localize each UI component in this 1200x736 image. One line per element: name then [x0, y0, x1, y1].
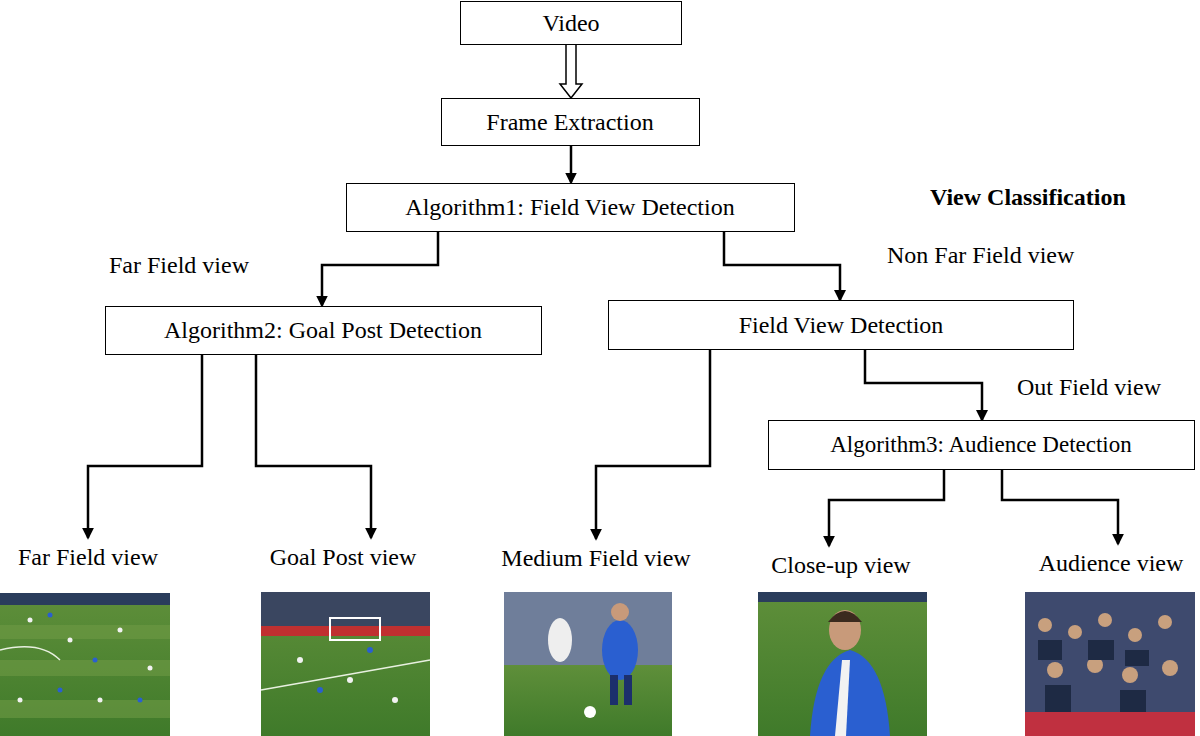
node-text: Close-up view [771, 552, 910, 578]
node-text: Goal Post view [270, 544, 417, 570]
flow-arrow [560, 45, 582, 98]
flow-arrow [829, 470, 944, 546]
medium-field-thumbnail [504, 592, 672, 736]
node-text: Algorithm3: Audience Detection [830, 432, 1131, 457]
flow-arrow [596, 350, 710, 539]
view-label: Close-up view [769, 551, 912, 579]
process-box: Frame Extraction [441, 98, 700, 146]
process-box: Field View Detection [608, 300, 1074, 350]
edge-label: Out Field view [1015, 374, 1163, 400]
node-text: Audience view [1039, 550, 1184, 576]
flow-arrow [88, 355, 202, 538]
view-label: Audience view [1037, 549, 1186, 577]
flow-arrow [865, 350, 982, 420]
node-text: Algorithm1: Field View Detection [405, 194, 734, 220]
flow-arrow [256, 355, 371, 538]
node-text: Frame Extraction [486, 109, 653, 135]
far-field-thumbnail [0, 593, 170, 736]
node-text: Medium Field view [501, 545, 690, 571]
node-text: Video [542, 10, 599, 36]
flow-arrow [570, 146, 573, 183]
diagram-title: View Classification [930, 184, 1126, 211]
edge-label: Far Field view [107, 252, 251, 278]
edge-label: Non Far Field view [885, 242, 1076, 268]
process-box: Video [460, 1, 682, 45]
view-label: Goal Post view [268, 543, 419, 571]
view-label: Far Field view [16, 543, 160, 571]
process-box: Algorithm3: Audience Detection [768, 420, 1195, 470]
goal-post-thumbnail [261, 592, 430, 736]
flow-arrow [724, 232, 840, 301]
flow-arrow [322, 232, 438, 306]
close-up-thumbnail [758, 592, 927, 736]
view-label: Medium Field view [499, 544, 692, 572]
process-box: Algorithm2: Goal Post Detection [105, 306, 542, 355]
audience-thumbnail [1025, 592, 1195, 736]
node-text: Algorithm2: Goal Post Detection [164, 317, 482, 343]
node-text: Field View Detection [739, 312, 944, 338]
process-box: Algorithm1: Field View Detection [346, 183, 795, 232]
node-text: Far Field view [18, 544, 158, 570]
flow-arrow [1002, 470, 1118, 544]
